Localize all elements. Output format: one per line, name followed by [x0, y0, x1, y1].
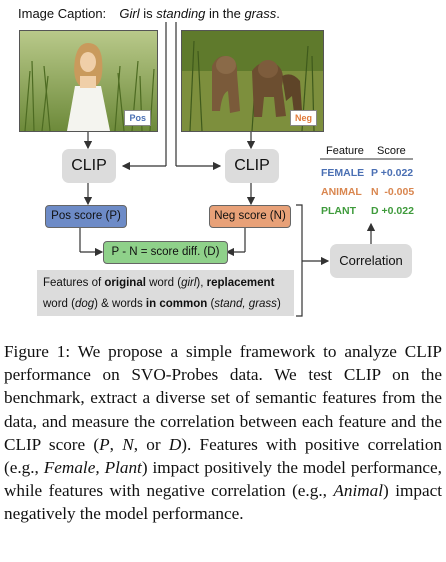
table-row-score: N -0.005	[371, 186, 415, 198]
features-line-2: word (dog) & words in common (stand, gra…	[43, 298, 281, 310]
table-row: ANIMAL N -0.005	[321, 186, 414, 198]
neg-tag: Neg	[289, 110, 317, 126]
clip-box-right: CLIP	[225, 149, 279, 183]
caption-middle: in the	[205, 6, 245, 21]
table-header-score: Score	[377, 145, 406, 157]
figure-caption: Figure 1: We propose a simple framework …	[4, 342, 443, 524]
clip-box-left: CLIP	[62, 149, 116, 183]
features-line-1: Features of original word (girl), replac…	[43, 277, 275, 289]
table-row: PLANT D +0.022	[321, 205, 414, 217]
table-header-feature: Feature	[326, 145, 364, 157]
negative-image: Neg	[181, 30, 324, 132]
positive-image: Pos	[19, 30, 158, 132]
diagram-connectors	[79, 22, 413, 317]
table-row-score: D +0.022	[371, 205, 414, 217]
caption-end: .	[276, 6, 280, 21]
features-box: Features of original word (girl), replac…	[37, 270, 294, 316]
caption-verb: standing	[156, 6, 206, 21]
score-diff-box: P - N = score diff. (D)	[103, 241, 228, 264]
caption-subject: Girl	[119, 6, 140, 21]
bracket	[296, 204, 303, 317]
figure-label: Figure 1:	[4, 342, 71, 361]
table-row-feature: FEMALE	[321, 167, 365, 179]
neg-score-box: Neg score (N)	[209, 205, 291, 228]
pos-tag: Pos	[124, 110, 151, 126]
image-caption: Image Caption: Girl is standing in the g…	[18, 6, 280, 21]
pos-score-box: Pos score (P)	[45, 205, 127, 228]
correlation-box: Correlation	[330, 244, 412, 278]
table-row: FEMALE P +0.022	[321, 167, 413, 179]
table-row-score: P +0.022	[371, 167, 414, 179]
caption-is: is	[139, 6, 157, 21]
table-row-feature: ANIMAL	[321, 186, 362, 198]
caption-prefix: Image Caption:	[18, 6, 107, 21]
caption-object: grass	[244, 6, 277, 21]
table-row-feature: PLANT	[321, 205, 356, 217]
